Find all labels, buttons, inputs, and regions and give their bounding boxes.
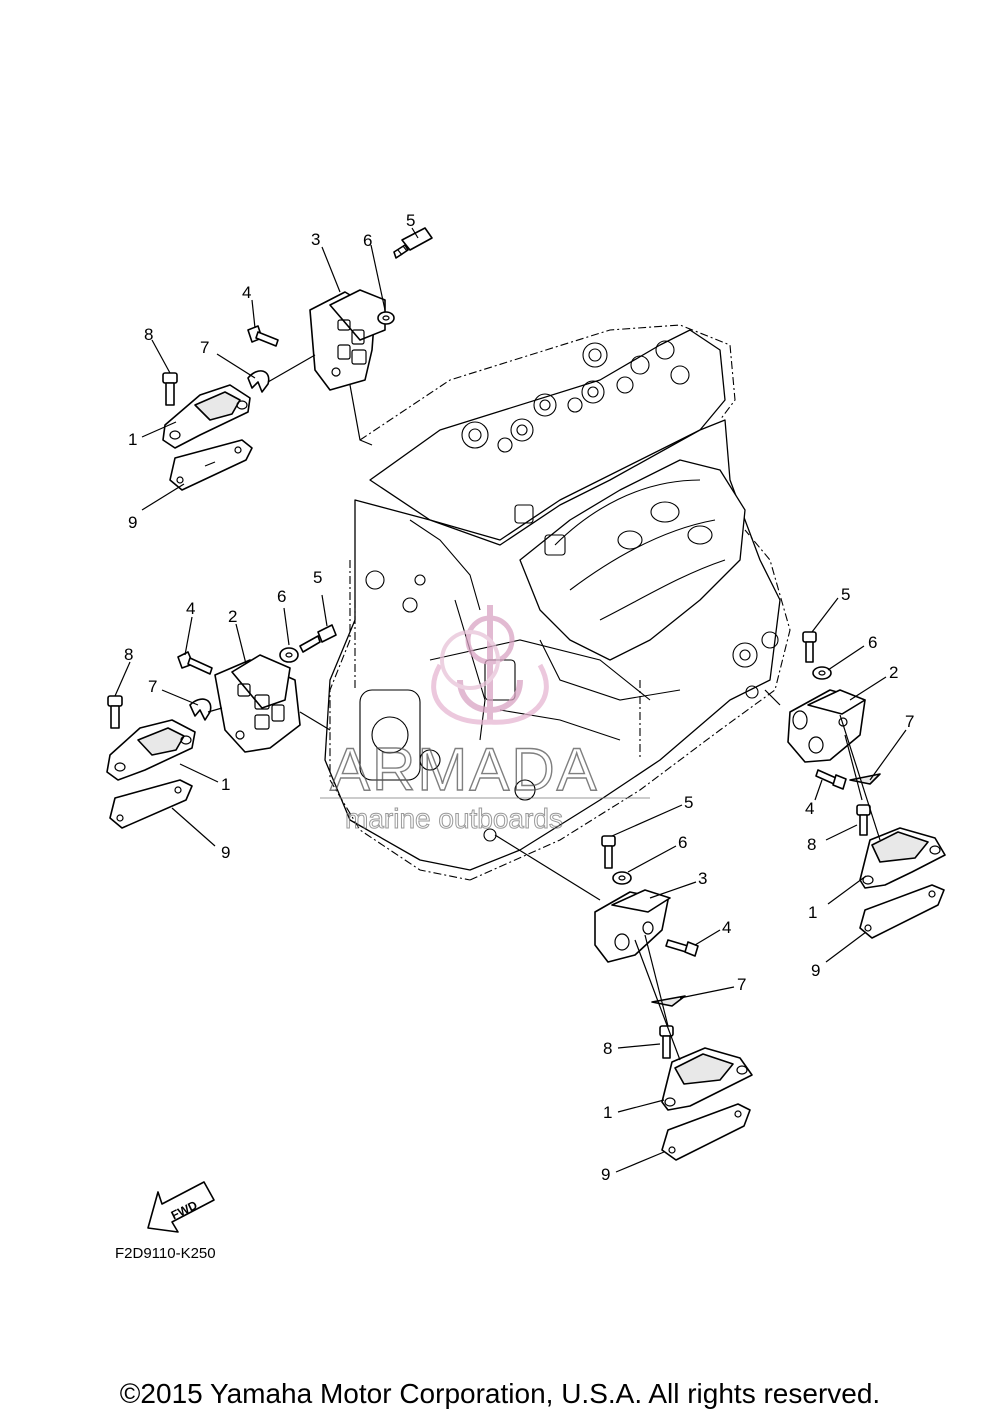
label-6-mid-left: 6 [277,587,286,606]
rubber-mount-1-mid-left [106,719,196,781]
label-2-right: 2 [889,663,898,682]
label-1-top-left: 1 [128,430,137,449]
leader-lines-right [811,597,907,963]
leader-lines-top-left [141,227,419,511]
stopper-7-top-left [247,370,270,393]
label-4-bottom: 4 [722,918,731,937]
plate-9-bottom [661,1103,751,1161]
mount-assembly-mid-left: 4 2 6 5 8 7 1 9 [106,568,337,862]
label-6-bottom: 6 [678,833,687,852]
label-6-top-left: 6 [363,231,372,250]
label-2-mid-left: 2 [228,607,237,626]
label-9-bottom: 9 [601,1165,610,1184]
bolt-4-right [815,769,847,790]
label-5-bottom: 5 [684,793,693,812]
rubber-mount-1-top-left [162,384,251,449]
bracket-3-top-left [309,289,386,391]
label-3-top-left: 3 [311,230,320,249]
label-5-mid-left: 5 [313,568,322,587]
label-4-mid-left: 4 [186,599,195,618]
bolt-8-bottom [659,1025,674,1059]
label-1-right: 1 [808,903,817,922]
watermark-brand: ARMADA [330,736,599,803]
label-7-mid-left: 7 [148,677,157,696]
bolt-4-top-left [247,325,279,347]
label-9-mid-left: 9 [221,843,230,862]
washer-6-bottom [612,871,632,885]
bolt-5-bottom [601,835,616,869]
bolt-4-bottom [665,939,699,957]
label-3-bottom: 3 [698,869,707,888]
mount-assembly-bottom: 5 6 3 4 7 8 1 9 [594,793,753,1184]
label-9-right: 9 [811,961,820,980]
label-6-right: 6 [868,633,877,652]
label-5-top-left: 5 [406,211,415,230]
label-7-bottom: 7 [737,975,746,994]
label-8-mid-left: 8 [124,645,133,664]
copyright-notice: ©2015 Yamaha Motor Corporation, U.S.A. A… [119,1378,881,1409]
bolt-8-right [856,804,871,836]
fwd-arrow-icon: FWD [147,1181,215,1233]
washer-6-top-left [377,311,395,325]
bolt-8-top-left [162,372,178,406]
washer-6-mid-left [279,647,299,663]
label-9-top-left: 9 [128,513,137,532]
plate-9-right [859,884,945,939]
mount-assembly-top-left: 3 6 5 4 8 7 1 9 [128,211,433,532]
bolt-8-mid-left [107,695,123,729]
label-1-bottom: 1 [603,1103,612,1122]
label-8-bottom: 8 [603,1039,612,1058]
washer-6-right [812,666,832,680]
watermark: ARMADA marine outboards [320,605,650,835]
bolt-5-right [802,631,817,663]
plate-9-mid-left [109,779,193,829]
bolt-5-mid-left [299,624,337,653]
leader-lines-mid-left [114,594,328,847]
label-4-top-left: 4 [242,283,251,302]
watermark-tagline: marine outboards [345,803,563,834]
bracket-2-mid-left [214,654,301,753]
watermark-anchor-logo [431,605,549,725]
rubber-mount-1-bottom [661,1047,753,1111]
label-7-right: 7 [905,712,914,731]
label-1-mid-left: 1 [221,775,230,794]
engine-block [324,324,791,881]
label-5-right: 5 [841,585,850,604]
label-8-right: 8 [807,835,816,854]
leader-lines-bottom [611,804,735,1173]
label-8-top-left: 8 [144,325,153,344]
mount-assembly-right: 5 6 2 7 4 8 1 9 [787,585,946,980]
bolt-5-top-left [393,227,433,259]
figure-code: F2D9110-K250 [115,1245,216,1262]
bracket-2-right [787,689,866,763]
label-7-top-left: 7 [200,338,209,357]
stopper-7-right [849,773,881,785]
rubber-mount-1-right [859,827,946,889]
stopper-7-mid-left [189,698,212,721]
plate-9-top-left [169,439,253,491]
bolt-4-mid-left [177,651,213,675]
label-4-right: 4 [805,799,814,818]
bracket-3-bottom [594,889,671,963]
